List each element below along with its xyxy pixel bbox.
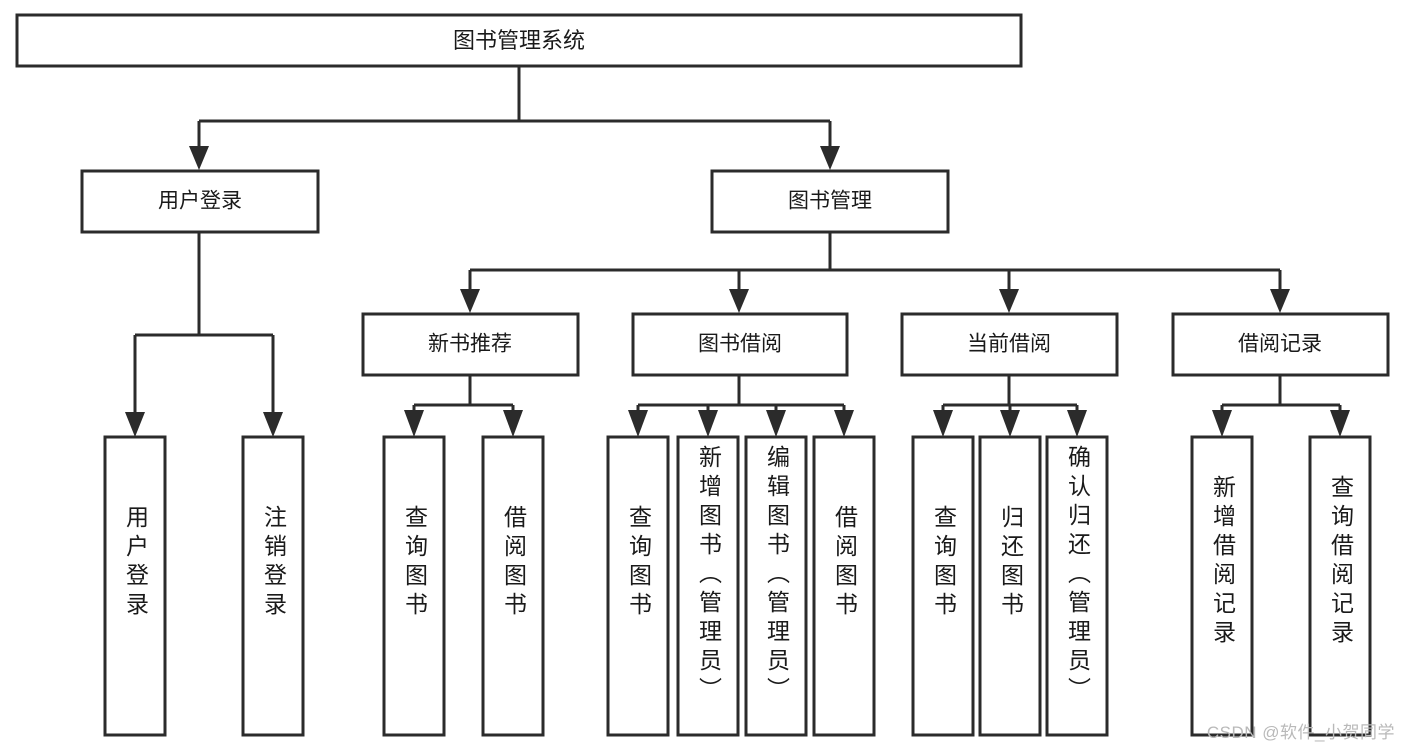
arrowhead-nb-leaf-2 — [503, 410, 523, 437]
arrowhead-nb-leaf-1 — [404, 410, 424, 437]
arrowhead-br-leaf-2 — [1330, 410, 1350, 437]
connector-borrow-record-to-leaves — [1212, 375, 1350, 437]
arrowhead-new-book-recommend — [460, 289, 480, 313]
connector-root-to-level2 — [189, 66, 840, 170]
leaf-box-bb-borrow-book[interactable] — [812, 435, 876, 737]
arrowhead-user-login — [189, 146, 209, 170]
connector-book-manage-to-level3 — [460, 232, 1290, 313]
arrowhead-cb-leaf-3 — [1067, 410, 1087, 437]
leaf-box-cb-return-book[interactable] — [978, 435, 1042, 737]
node-root-label: 图书管理系统 — [453, 28, 585, 53]
node-root[interactable]: 图书管理系统 — [15, 13, 1023, 68]
node-book-manage-box[interactable] — [710, 169, 950, 234]
leaf-box-logout[interactable] — [241, 435, 305, 737]
node-book-manage-label: 图书管理 — [788, 190, 872, 213]
leaf-box-bb-edit-book[interactable] — [744, 435, 808, 737]
node-user-login[interactable]: 用户登录 — [80, 169, 320, 234]
node-current-borrow[interactable]: 当前借阅 — [900, 312, 1119, 377]
node-borrow-record-label: 借阅记录 — [1238, 333, 1322, 356]
arrowhead-leaf-logout — [263, 412, 283, 437]
csdn-watermark: CSDN @软件_小贺同学 — [1206, 723, 1395, 742]
node-new-book-recommend[interactable]: 新书推荐 — [361, 312, 580, 377]
arrowhead-bb-leaf-4 — [834, 410, 854, 437]
arrowhead-bb-leaf-1 — [628, 410, 648, 437]
leaf-box-bb-add-book[interactable] — [676, 435, 740, 737]
connector-book-borrow-to-leaves — [628, 375, 854, 437]
node-root-box[interactable] — [15, 13, 1023, 68]
node-new-book-recommend-label: 新书推荐 — [428, 333, 512, 356]
node-borrow-record[interactable]: 借阅记录 — [1171, 312, 1390, 377]
leaf-box-nb-borrow-book[interactable] — [481, 435, 545, 737]
connector-user-login-to-leaves — [125, 232, 283, 437]
node-book-borrow-label: 图书借阅 — [698, 333, 782, 356]
arrowhead-bb-leaf-2 — [698, 410, 718, 437]
node-book-borrow-box[interactable] — [631, 312, 849, 377]
node-borrow-record-box[interactable] — [1171, 312, 1390, 377]
leaf-box-cb-query-book[interactable] — [911, 435, 975, 737]
leaf-box-br-add-record[interactable] — [1190, 435, 1254, 737]
arrowhead-current-borrow — [999, 289, 1019, 313]
leaf-box-nb-query-book[interactable] — [382, 435, 446, 737]
node-book-manage[interactable]: 图书管理 — [710, 169, 950, 234]
arrowhead-cb-leaf-1 — [933, 410, 953, 437]
arrowhead-leaf-user-login — [125, 412, 145, 437]
node-book-borrow[interactable]: 图书借阅 — [631, 312, 849, 377]
arrowhead-borrow-record — [1270, 289, 1290, 313]
arrowhead-bb-leaf-3 — [766, 410, 786, 437]
arrowhead-br-leaf-1 — [1212, 410, 1232, 437]
node-user-login-box[interactable] — [80, 169, 320, 234]
connector-new-book-to-leaves — [404, 375, 523, 437]
connector-current-borrow-to-leaves — [933, 375, 1087, 437]
node-current-borrow-label: 当前借阅 — [967, 333, 1051, 356]
leaf-box-br-query-record[interactable] — [1308, 435, 1372, 737]
node-user-login-label: 用户登录 — [158, 190, 242, 213]
arrowhead-book-borrow — [729, 289, 749, 313]
leaf-box-bb-query-book[interactable] — [606, 435, 670, 737]
node-new-book-recommend-box[interactable] — [361, 312, 580, 377]
node-current-borrow-box[interactable] — [900, 312, 1119, 377]
arrowhead-cb-leaf-2 — [1000, 410, 1020, 437]
leaf-box-cb-confirm-return[interactable] — [1045, 435, 1109, 737]
arrowhead-book-manage — [820, 146, 840, 170]
leaf-box-user-login[interactable] — [103, 435, 167, 737]
